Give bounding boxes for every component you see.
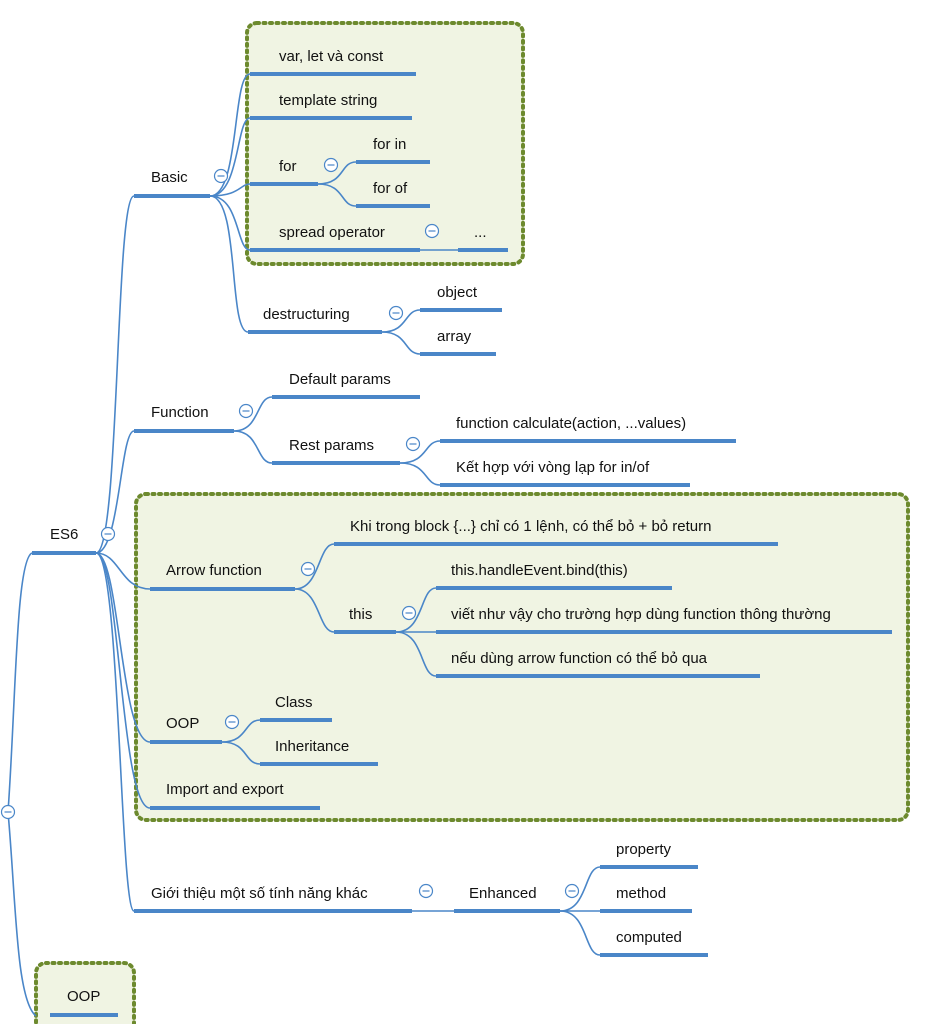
node-for-of[interactable]: for of	[373, 180, 408, 197]
node-arrow-skip-note[interactable]: nếu dùng arrow function có thể bỏ qua	[451, 650, 708, 667]
node-oop-root[interactable]: OOP	[67, 988, 100, 1005]
node-arrow-function[interactable]: Arrow function	[166, 562, 262, 579]
collapse-minus-icon[interactable]	[238, 403, 254, 419]
collapse-minus-icon[interactable]	[300, 561, 316, 577]
node-basic[interactable]: Basic	[151, 169, 188, 186]
node-combine-for[interactable]: Kết hợp với vòng lạp for in/of	[456, 459, 650, 476]
collapse-minus-icon[interactable]	[0, 804, 16, 820]
node-import-export[interactable]: Import and export	[166, 781, 284, 798]
node-object[interactable]: object	[437, 284, 478, 301]
node-single-statement[interactable]: Khi trong block {...} chỉ có 1 lệnh, có …	[350, 518, 711, 535]
node-default-params[interactable]: Default params	[289, 371, 391, 388]
collapse-minus-icon[interactable]	[388, 305, 404, 321]
group-arrow-oop	[134, 492, 910, 822]
collapse-minus-icon[interactable]	[213, 168, 229, 184]
node-function[interactable]: Function	[151, 404, 209, 421]
node-calculate-example[interactable]: function calculate(action, ...values)	[456, 415, 686, 432]
node-bind-example[interactable]: this.handleEvent.bind(this)	[451, 562, 628, 579]
node-underlines	[32, 72, 892, 1017]
node-es6[interactable]: ES6	[50, 526, 78, 543]
node-rest-params[interactable]: Rest params	[289, 437, 374, 454]
node-spread-operator[interactable]: spread operator	[279, 224, 385, 241]
node-enhanced[interactable]: Enhanced	[469, 885, 537, 902]
node-oop[interactable]: OOP	[166, 715, 199, 732]
node-other-features[interactable]: Giới thiệu một số tính năng khác	[151, 885, 368, 902]
collapse-minus-icon[interactable]	[418, 883, 434, 899]
branch-lines	[7, 73, 601, 1017]
collapse-minus-icon[interactable]	[424, 223, 440, 239]
node-for[interactable]: for	[279, 158, 297, 175]
node-ellipsis[interactable]: ...	[474, 224, 487, 241]
node-class[interactable]: Class	[275, 694, 313, 711]
node-inheritance[interactable]: Inheritance	[275, 738, 349, 755]
node-var-let-const[interactable]: var, let và const	[279, 48, 384, 65]
node-template-string[interactable]: template string	[279, 92, 377, 109]
collapse-minus-icon[interactable]	[401, 605, 417, 621]
collapse-minus-icon[interactable]	[405, 436, 421, 452]
node-normal-function-note[interactable]: viết như vậy cho trường hợp dùng functio…	[451, 606, 831, 623]
group-basic	[245, 21, 525, 266]
node-property[interactable]: property	[616, 841, 672, 858]
collapse-minus-icon[interactable]	[100, 526, 116, 542]
node-array[interactable]: array	[437, 328, 472, 345]
collapse-minus-icon[interactable]	[564, 883, 580, 899]
node-computed[interactable]: computed	[616, 929, 682, 946]
node-destructuring[interactable]: destructuring	[263, 306, 350, 323]
node-this[interactable]: this	[349, 606, 372, 623]
node-method[interactable]: method	[616, 885, 666, 902]
collapse-minus-icon[interactable]	[323, 157, 339, 173]
node-for-in[interactable]: for in	[373, 136, 406, 153]
collapse-minus-icon[interactable]	[224, 714, 240, 730]
group-oop-root	[34, 961, 136, 1024]
